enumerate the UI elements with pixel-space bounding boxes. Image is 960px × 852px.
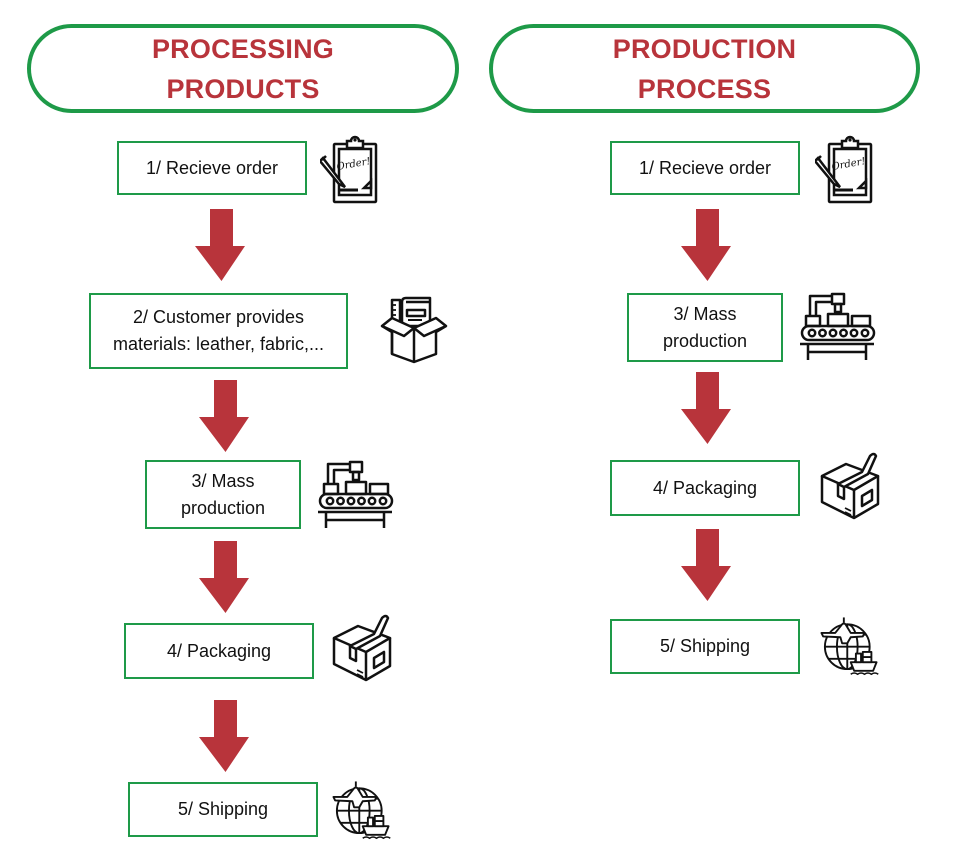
step-label: 5/ Shipping [177,799,269,819]
step-label: 5/ Shipping [659,636,751,656]
step-label: 3/ Mass production [662,303,748,351]
left-step-5-shipping: 5/ Shipping [128,782,318,837]
step-label: 2/ Customer provides materials: leather,… [112,307,325,354]
right-flow-title: PRODUCTION PROCESS [612,33,797,104]
arrow-down-icon [199,541,249,613]
arrow-down-icon [681,209,731,281]
arrow-down-icon [199,700,249,772]
arrow-down-icon [681,529,731,601]
step-label: 1/ Recieve order [638,157,772,178]
clipboard-order-icon [815,134,875,206]
global-shipping-icon [818,614,880,676]
global-shipping-icon [330,778,392,840]
step-label: 4/ Packaging [166,640,272,661]
step-label: 1/ Recieve order [145,157,279,178]
arrow-down-icon [199,380,249,452]
left-flow-title-banner: PROCESSING PRODUCTS [27,24,459,113]
left-flow-title: PROCESSING PRODUCTS [151,33,335,104]
package-box-icon [330,612,394,684]
materials-box-icon [378,292,450,364]
arrow-down-icon [681,372,731,444]
right-step-4-packaging: 4/ Packaging [610,460,800,516]
left-step-1-receive-order: 1/ Recieve order [117,141,307,195]
right-flow-title-banner: PRODUCTION PROCESS [489,24,920,113]
conveyor-robot-icon [798,290,878,362]
left-step-3-mass-production: 3/ Mass production [145,460,301,529]
clipboard-order-icon [320,134,380,206]
step-label: 4/ Packaging [652,477,758,498]
left-step-4-packaging: 4/ Packaging [124,623,314,679]
arrow-down-icon [195,209,245,281]
right-step-1-receive-order: 1/ Recieve order [610,141,800,195]
conveyor-robot-icon [316,458,396,530]
package-box-icon [818,450,882,522]
step-label: 3/ Mass production [180,470,266,518]
right-step-5-shipping: 5/ Shipping [610,619,800,674]
left-step-2-customer-materials: 2/ Customer provides materials: leather,… [89,293,348,369]
right-step-3-mass-production: 3/ Mass production [627,293,783,362]
